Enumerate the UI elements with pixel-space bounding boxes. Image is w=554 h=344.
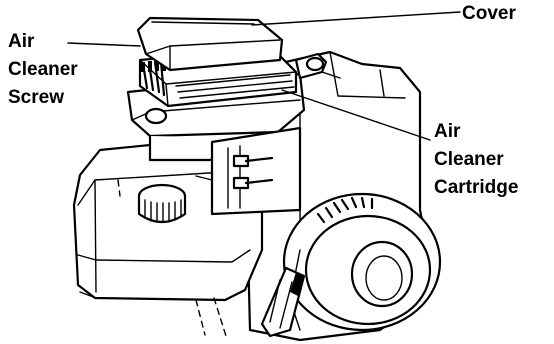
- label-cartridge-line3: Cartridge: [434, 177, 518, 198]
- label-cover: Cover: [462, 3, 516, 24]
- label-screw-line2: Cleaner: [8, 59, 78, 80]
- label-cartridge-line1: Air: [434, 121, 461, 142]
- label-screw-line1: Air: [8, 31, 35, 52]
- label-cartridge-line2: Cleaner: [434, 149, 504, 170]
- air-cleaner-cover: [138, 18, 282, 70]
- label-screw-line3: Screw: [8, 87, 64, 108]
- cover-leader: [252, 12, 460, 25]
- screw-leader: [68, 43, 140, 46]
- recoil-starter: [284, 194, 440, 330]
- fuel-cap: [139, 185, 185, 222]
